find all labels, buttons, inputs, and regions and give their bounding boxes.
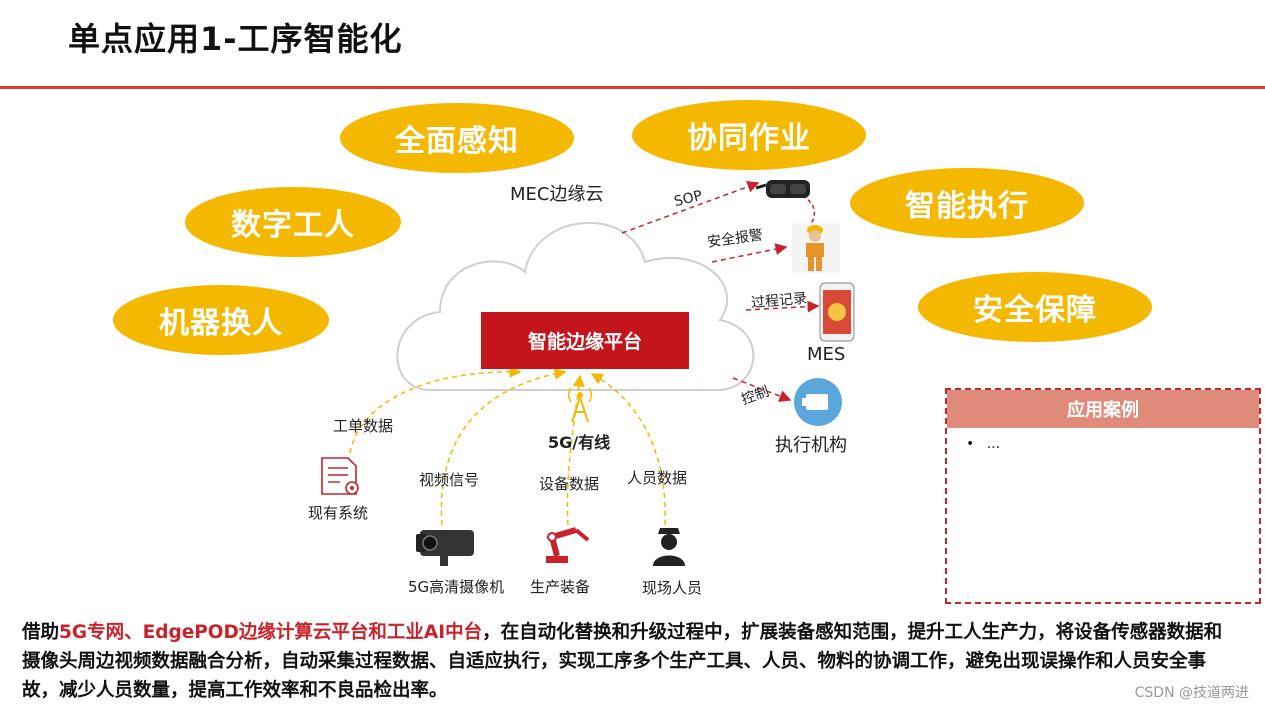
work-order-label: 工单数据: [333, 417, 394, 435]
robot-arm-icon: [546, 527, 590, 563]
device-data-label: 设备数据: [539, 475, 600, 493]
title-divider: [0, 86, 1265, 89]
oval-full-perception: 全面感知: [340, 103, 574, 173]
bullet: •: [966, 436, 975, 452]
oval-smart-exec: 智能执行: [850, 168, 1084, 238]
description-paragraph: 借助5G专网、EdgePOD边缘计算云平台和工业AI中台，在自动化替换和升级过程…: [22, 618, 1237, 705]
para-prefix: 借助: [22, 622, 60, 643]
application-case-panel: [945, 388, 1261, 604]
security-staff-icon: [653, 528, 685, 566]
actuator-label: 执行机构: [775, 435, 847, 456]
motor-icon: [794, 378, 842, 426]
camera-label: 5G高清摄像机: [408, 578, 505, 596]
worker-icon: [792, 223, 840, 273]
oval-safety: 安全保障: [918, 272, 1152, 342]
existing-system-label: 现有系统: [308, 504, 369, 522]
oval-machine-replace: 机器换人: [113, 285, 329, 355]
edge-platform-box: 智能边缘平台: [481, 312, 689, 369]
network-label: 5G/有线: [548, 433, 611, 452]
onsite-staff-label: 现场人员: [642, 579, 703, 597]
application-case-item: • ...: [966, 436, 1000, 452]
application-case-header: 应用案例: [947, 390, 1259, 428]
cctv-camera-icon: [416, 530, 474, 566]
para-highlight: 5G专网、EdgePOD边缘计算云平台和工业AI中台: [59, 622, 483, 643]
video-signal-label: 视频信号: [419, 471, 480, 489]
arrow-work-order: [349, 365, 522, 454]
arrow-sop: [621, 180, 760, 234]
page-title: 单点应用1-工序智能化: [68, 20, 403, 58]
production-equipment-label: 生产装备: [530, 578, 591, 596]
arrow-safety-alarm: [711, 243, 788, 263]
phone-icon: [819, 282, 855, 342]
document-gear-icon: [321, 457, 359, 495]
case-item-text: ...: [986, 436, 1001, 452]
para-rest: ，在自动化替换和升级过程中，扩展装备感知范围，提升工人生产力，将设备传感器数据和…: [22, 622, 1223, 701]
watermark: CSDN @技道两进: [1134, 685, 1249, 701]
antenna-icon: [568, 387, 592, 423]
mec-cloud-label: MEC边缘云: [510, 184, 604, 205]
arrow-device: [566, 374, 585, 526]
arrow-control: [732, 377, 792, 402]
vr-glasses-icon: [755, 180, 810, 198]
arrow-personnel: [590, 373, 666, 526]
arrow-video: [440, 367, 567, 526]
oval-collab-work: 协同作业: [632, 100, 866, 170]
mes-label: MES: [807, 344, 846, 365]
arrow-process-record: [745, 300, 820, 313]
oval-digital-worker: 数字工人: [185, 187, 401, 257]
personnel-data-label: 人员数据: [627, 469, 688, 487]
